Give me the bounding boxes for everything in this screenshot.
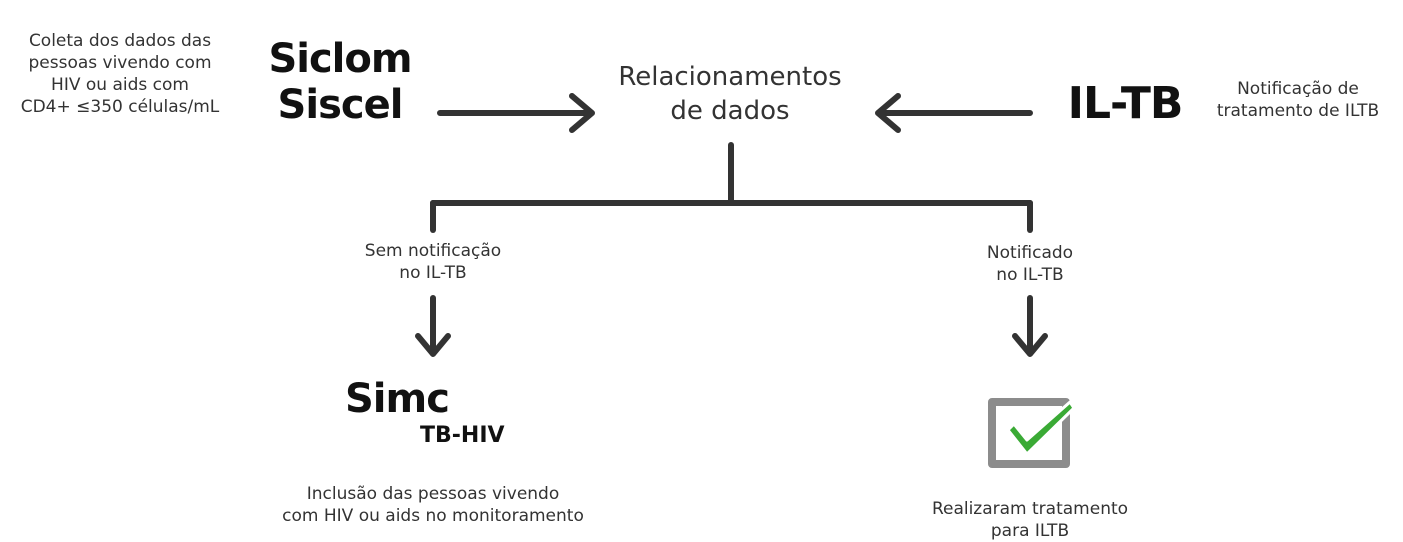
arrow-right-to-center [875, 93, 1033, 133]
arrow-down-right [1012, 295, 1048, 357]
left-note-line: pessoas vivendo com [28, 53, 212, 73]
siclom-siscel-logo: Siclom Siscel [255, 36, 425, 128]
simc-logo: Simc [345, 376, 450, 422]
left-note-line: HIV ou aids com [51, 75, 189, 95]
iltb-logo: IL-TB [1067, 78, 1184, 129]
left-caption-line: Inclusão das pessoas vivendo [306, 484, 560, 504]
right-source-note: Notificação de tratamento de ILTB [1198, 78, 1398, 122]
right-note-line: Notificação de [1237, 79, 1359, 99]
left-branch-caption: Inclusão das pessoas vivendo com HIV ou … [233, 483, 633, 527]
checkbox-checked-icon [988, 398, 1076, 468]
left-note-line: Coleta dos dados das [28, 31, 212, 51]
right-caption-line: para ILTB [990, 521, 1070, 541]
left-branch-label-line: no IL-TB [399, 263, 467, 283]
arrow-down-left [415, 295, 451, 357]
right-branch-label-line: Notificado [986, 243, 1074, 263]
right-branch-label-line: no IL-TB [996, 265, 1064, 285]
center-title-line: de dados [670, 96, 790, 126]
right-branch-label: Notificado no IL-TB [940, 242, 1120, 286]
siscel-label: Siscel [277, 82, 404, 128]
center-title-line: Relacionamentos [618, 62, 842, 92]
left-note-line: CD4+ ≤350 células/mL [20, 97, 220, 117]
right-branch-caption: Realizaram tratamento para ILTB [905, 498, 1155, 542]
tb-hiv-label: TB-HIV [420, 423, 505, 448]
left-branch-label-line: Sem notificação [364, 241, 502, 261]
siclom-label: Siclom [268, 36, 412, 82]
center-title: Relacionamentos de dados [590, 60, 870, 128]
right-caption-line: Realizaram tratamento [931, 499, 1129, 519]
right-note-line: tratamento de ILTB [1216, 101, 1380, 121]
left-source-note: Coleta dos dados das pessoas vivendo com… [0, 30, 240, 118]
left-branch-label: Sem notificação no IL-TB [333, 240, 533, 284]
left-caption-line: com HIV ou aids no monitoramento [282, 506, 584, 526]
arrow-left-to-center [437, 93, 595, 133]
